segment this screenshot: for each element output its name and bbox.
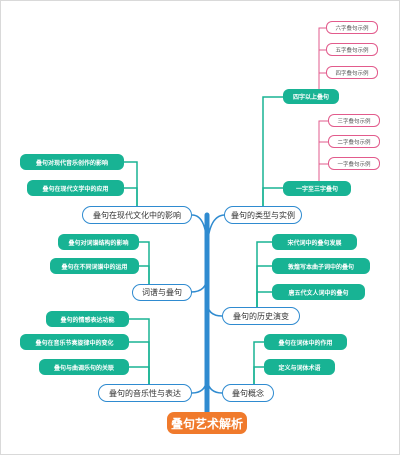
leaf-lyric-usage[interactable]: 叠句在不同词谱中的运用 (50, 258, 139, 274)
connector-music-1 (129, 318, 150, 393)
connector-history-1 (256, 241, 272, 316)
branch-concept[interactable]: 叠句概念 (222, 384, 274, 402)
connector-example-six (318, 27, 326, 97)
root-node[interactable]: 叠句艺术解析 (167, 412, 247, 434)
leaf-four-plus[interactable]: 四字以上叠句 (283, 89, 339, 104)
connector-lyric (190, 275, 208, 293)
leaf-music-melody[interactable]: 叠句与曲调乐句的关联 (39, 359, 129, 375)
leaf-music-emotion[interactable]: 叠句的情感表达功能 (46, 311, 129, 327)
leaf-modern-literature[interactable]: 叠句在现代文学中的应用 (27, 180, 124, 196)
example-two-char[interactable]: 二字叠句示例 (328, 135, 380, 148)
connector-modern (191, 214, 208, 252)
leaf-concept-definition[interactable]: 定义与词体术语 (264, 359, 335, 375)
leaf-history-dunhuang[interactable]: 敦煌写本曲子词中的叠句 (272, 258, 370, 274)
leaf-lyric-structure[interactable]: 叠句对词谱结构的影响 (58, 234, 139, 250)
leaf-concept-role[interactable]: 叠句在词体中的作用 (264, 334, 347, 350)
leaf-music-rhythm[interactable]: 叠句在音乐节奏旋律中的变化 (20, 334, 129, 350)
connector-history (206, 300, 223, 317)
branch-music[interactable]: 叠句的音乐性与表达 (98, 384, 192, 402)
connector-lyric-2 (139, 265, 150, 292)
branch-history[interactable]: 叠句的历史演变 (222, 307, 300, 325)
leaf-modern-music[interactable]: 叠句对现代音乐创作的影响 (20, 154, 124, 170)
example-one-char[interactable]: 一字叠句示例 (328, 157, 380, 170)
branch-types[interactable]: 叠句的类型与实例 (224, 206, 302, 224)
connector-four-plus (262, 96, 283, 215)
branch-lyric[interactable]: 词谱与叠句 (132, 284, 192, 301)
example-three-char[interactable]: 三字叠句示例 (328, 114, 380, 127)
connector-types (206, 214, 226, 257)
example-five-char[interactable]: 五字叠句示例 (326, 43, 378, 56)
example-four-char[interactable]: 四字叠句示例 (326, 66, 378, 79)
branch-modern[interactable]: 叠句在现代文化中的影响 (82, 206, 192, 224)
connector-example-three (318, 120, 328, 188)
leaf-history-song[interactable]: 宋代词中的叠句发展 (272, 234, 357, 250)
leaf-history-tang[interactable]: 唐五代文人词中的叠句 (272, 284, 365, 300)
connector-example-one (318, 163, 328, 188)
example-six-char[interactable]: 六字叠句示例 (326, 21, 378, 34)
leaf-one-to-three[interactable]: 一字至三字叠句 (283, 181, 351, 196)
connector-concept (206, 375, 223, 394)
